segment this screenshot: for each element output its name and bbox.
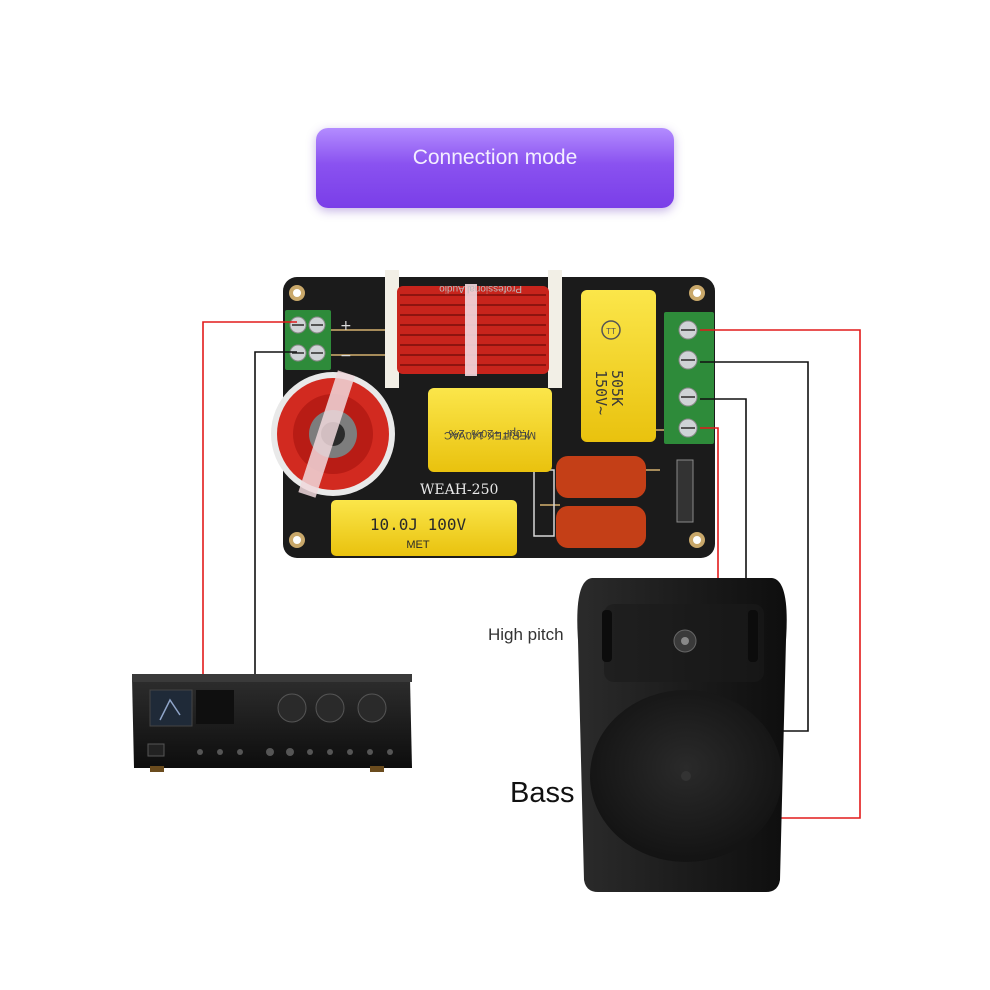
- cap-box-line2: 150V~: [592, 370, 610, 415]
- cap-large-type: MET: [406, 539, 430, 551]
- capacitor-box: TT 505K 150V~: [581, 290, 656, 442]
- title-banner: Connection mode: [316, 128, 674, 208]
- crossover-board: + − Professional Audio 7.0µF +20% -2% ME…: [271, 270, 715, 558]
- speaker-icon: [577, 578, 787, 892]
- cap-mid-line2: MERITEK 140VAC: [444, 429, 536, 441]
- wire-high-positive: [700, 427, 719, 612]
- output-terminals: [664, 312, 714, 444]
- cap-box-logo: TT: [606, 327, 616, 336]
- svg-text:+: +: [340, 318, 352, 334]
- board-silk-text: Professional Audio: [439, 283, 522, 294]
- input-terminal: + −: [285, 310, 352, 370]
- wire-input-positive: [202, 321, 297, 680]
- capacitor-mid: 7.0µF +20% -2% MERITEK 140VAC: [428, 388, 552, 472]
- resistor-bottom: [556, 506, 646, 548]
- attenuation-switch: [676, 459, 694, 523]
- cap-mid-line1: 7.0µF +20% -2%: [449, 427, 532, 439]
- bass-label: Bass: [510, 777, 575, 809]
- amplifier-icon: [132, 674, 412, 772]
- resistor-top: [556, 456, 646, 498]
- wire-input-negative: [254, 351, 297, 680]
- high-pitch-label: High pitch: [488, 625, 564, 644]
- air-core-coil: [385, 270, 562, 388]
- capacitor-large: 10.0J 100V MET: [331, 500, 517, 556]
- svg-text:−: −: [340, 348, 352, 364]
- cap-large-value: 10.0J 100V: [370, 515, 467, 534]
- cap-box-line1: 505K: [608, 370, 626, 406]
- board-model: WEAH-250: [420, 482, 498, 498]
- wire-bass-positive: [700, 329, 861, 819]
- ferrite-coil: [271, 370, 395, 498]
